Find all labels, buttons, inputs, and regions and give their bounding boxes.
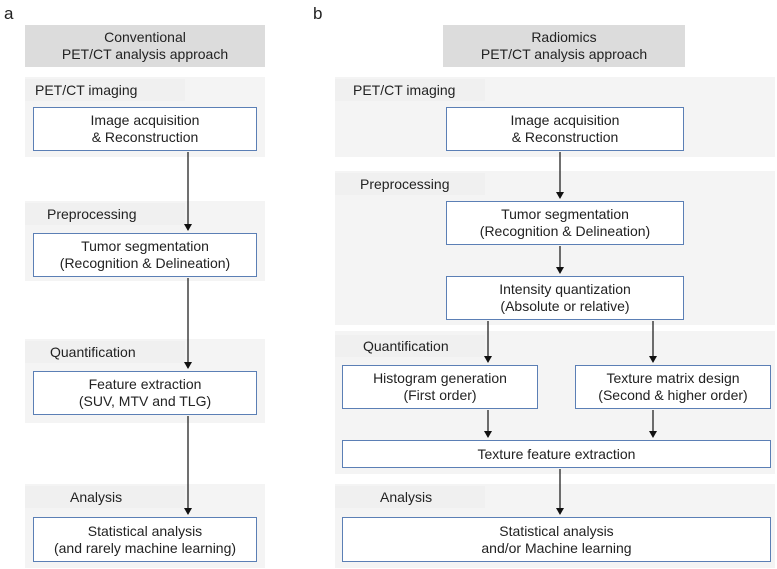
panel-a-letter: a [4,4,14,23]
box-line: Intensity quantization [499,281,631,297]
panel-b-letter: b [313,4,323,23]
panel-b-histogram-box: Histogram generation (First order) [342,365,538,409]
box-line: (Recognition & Delineation) [479,223,651,239]
panel-a-analysis-tag: Analysis [25,486,185,508]
box-line: Image acquisition [510,112,620,128]
box-line: and/or Machine learning [481,539,632,556]
box-line: (Second & higher order) [598,387,748,403]
box-line: Tumor segmentation [501,206,629,222]
panel-b-header: Radiomics PET/CT analysis approach [443,25,685,67]
box-line: Histogram generation [373,370,507,386]
box-line: (SUV, MTV and TLG) [78,393,212,409]
panel-b-quantization-box: Intensity quantization (Absolute or rela… [446,276,684,320]
panel-a-header-line-2: PET/CT analysis approach [61,46,229,62]
panel-a-preprocessing-tag: Preprocessing [25,203,185,225]
box-line: & Reconstruction [511,129,619,145]
box-line: (First order) [403,387,477,403]
panel-a-header: Conventional PET/CT analysis approach [25,25,265,67]
panel-a-feature-box: Feature extraction (SUV, MTV and TLG) [33,371,257,415]
panel-a-quantification-tag: Quantification [25,341,185,363]
box-line: Tumor segmentation [81,238,209,254]
panel-a-statistical-box: Statistical analysis (and rarely machine… [33,517,257,562]
box-line: (and rarely machine learning) [53,539,237,556]
panel-b-header-line-1: Radiomics [531,29,597,45]
box-line: Statistical analysis [499,522,614,539]
panel-a-header-line-1: Conventional [104,29,186,45]
box-line: (Recognition & Delineation) [59,255,231,271]
panel-b-texture-matrix-box: Texture matrix design (Second & higher o… [575,365,771,409]
panel-a-segmentation-box: Tumor segmentation (Recognition & Deline… [33,233,257,277]
box-line: Image acquisition [90,112,200,128]
box-line: (Absolute or relative) [500,298,630,314]
box-line: Texture matrix design [606,370,740,386]
panel-a-acquisition-box: Image acquisition & Reconstruction [33,107,257,151]
panel-b-texture-feature-box: Texture feature extraction [342,440,771,468]
panel-b-segmentation-box: Tumor segmentation (Recognition & Deline… [446,201,684,245]
panel-b-quantification-tag: Quantification [335,335,485,357]
panel-b-imaging-tag: PET/CT imaging [335,79,485,101]
box-line: & Reconstruction [91,129,199,145]
panel-a-imaging-tag: PET/CT imaging [25,79,185,101]
box-line: Texture feature extraction [477,445,636,462]
panel-b-preprocessing-tag: Preprocessing [335,173,485,195]
panel-b-analysis-tag: Analysis [335,486,485,508]
panel-b-statistical-box: Statistical analysis and/or Machine lear… [342,517,771,562]
panel-b-acquisition-box: Image acquisition & Reconstruction [446,107,684,151]
panel-b-header-line-2: PET/CT analysis approach [480,46,648,62]
box-line: Statistical analysis [87,522,203,539]
box-line: Feature extraction [88,376,202,392]
